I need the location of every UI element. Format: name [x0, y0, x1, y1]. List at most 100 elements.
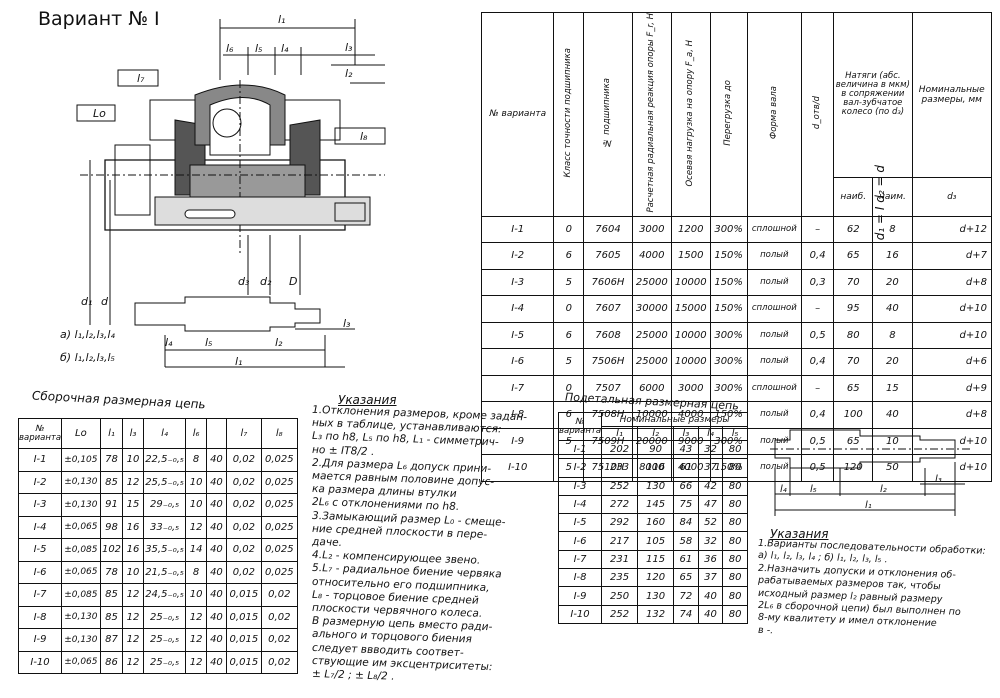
- asm-cell: 0,02: [226, 538, 262, 562]
- det-cell: 40: [697, 586, 724, 606]
- dim-d1: d₁: [81, 295, 92, 308]
- cell-shape: полый: [746, 242, 803, 270]
- cell-cls: 6: [553, 321, 585, 350]
- sketch-l1: l₁: [865, 500, 872, 511]
- col-overload: Перегрузка до: [709, 12, 748, 217]
- det-cell: 37: [697, 458, 724, 478]
- asm-cell: 25₋₀,₅: [142, 605, 187, 629]
- asm-cell: 0,015: [226, 605, 262, 629]
- cell-fa: 10000: [670, 321, 711, 350]
- dim-D: D: [289, 275, 297, 288]
- shaft-l1: l₁: [235, 355, 242, 368]
- cell-brg: 7607: [583, 295, 633, 323]
- asm-cell: 91: [99, 493, 124, 517]
- asm-cell: 0,025: [260, 470, 299, 494]
- det-cell: 233: [601, 458, 639, 478]
- asm-cell: 102: [99, 538, 124, 562]
- det-cell: 145: [637, 494, 675, 515]
- shaft-l5: l₅: [205, 336, 212, 349]
- cell-d3: d+10: [911, 321, 993, 350]
- dim-l6: l₆: [226, 42, 234, 55]
- cell-ov: 300%: [709, 215, 748, 244]
- asm-cell: 25,5₋₀,₅: [142, 470, 187, 494]
- cell-min: 15: [872, 374, 913, 403]
- asm-cell: 12: [122, 605, 144, 629]
- cell-d3: d+10: [911, 295, 993, 323]
- det-col-group: Номинальные размеры: [601, 412, 748, 427]
- asm-cell: 87: [99, 628, 124, 652]
- asm-cell: 10: [122, 560, 144, 584]
- cell-ratio: 0,4: [801, 348, 835, 376]
- notes1-body: 1.Отклонения размеров, кроме задан-ных в…: [312, 404, 547, 689]
- det-cell: 252: [601, 604, 639, 625]
- cell-ratio: 0,4: [801, 401, 835, 429]
- asm-cell: 16: [122, 538, 144, 562]
- cell-ov: 150%: [709, 242, 748, 270]
- asm-cell: 21,5₋₀,₅: [142, 560, 187, 584]
- cell-cls: 5: [553, 268, 585, 297]
- det-cell: I-3: [557, 476, 603, 496]
- cell-shape: полый: [746, 321, 803, 350]
- cell-min: 40: [872, 295, 913, 323]
- cell-max: 70: [833, 268, 874, 297]
- asm-col-lo: Lo: [61, 418, 101, 449]
- asm-cell: ±0,130: [61, 493, 101, 517]
- det-cell: 105: [637, 531, 675, 551]
- det-cell: 272: [601, 494, 639, 515]
- dim-l4: l₄: [281, 42, 289, 55]
- asm-cell: 10: [185, 583, 207, 607]
- notes2-body: 1.Варианты последовательности обработки:…: [758, 538, 994, 645]
- notes2-title: Указания: [770, 527, 829, 541]
- asm-cell: 40: [205, 628, 228, 652]
- col-d3: d₃: [911, 176, 993, 217]
- asm-cell: 0,025: [260, 448, 299, 472]
- asm-cell: ±0,085: [61, 538, 101, 562]
- dim-l8: l₈: [360, 130, 368, 143]
- col-ratio: d_отв/d: [801, 12, 835, 217]
- asm-cell: 0,02: [226, 560, 262, 584]
- asm-cell: 85: [99, 583, 124, 607]
- assembly-drawing: l₁ l₆ l₅ l₄ l₃ l₂ l₇ Lo l₈ d₁ d d₃ d₂ D …: [60, 13, 386, 368]
- det-cell: 90: [637, 439, 675, 460]
- det-cell: 74: [673, 604, 699, 625]
- col-nominal: Номинальные размеры, мм: [911, 12, 993, 178]
- dim-l7: l₇: [137, 72, 145, 85]
- asm-cell: I-10: [17, 650, 63, 674]
- det-cell: 65: [673, 568, 699, 588]
- asm-cell: 0,02: [226, 448, 262, 472]
- cell-max: 100: [833, 401, 874, 429]
- cell-fr: 4000: [631, 242, 672, 270]
- det-cell: 80: [722, 586, 748, 606]
- dim-d2: d₂: [260, 275, 272, 288]
- cell-ov: 300%: [709, 348, 748, 376]
- det-cell: 61: [673, 458, 699, 478]
- cell-fr: 25000: [631, 268, 672, 297]
- asm-cell: 40: [205, 515, 228, 539]
- cell-brg: 7507: [583, 374, 633, 403]
- cell-shape: сплошной: [746, 215, 803, 244]
- asm-cell: 0,02: [226, 515, 262, 539]
- cell-v: I-7: [480, 374, 555, 403]
- cell-fa: 15000: [670, 295, 711, 323]
- cell-fa: 10000: [670, 348, 711, 376]
- det-cell: 84: [673, 513, 699, 533]
- asm-cell: 15: [122, 493, 144, 517]
- det-cell: 231: [601, 549, 639, 570]
- det-cell: 40: [697, 604, 724, 625]
- det-cell: I-6: [557, 531, 603, 551]
- det-cell: I-5: [557, 513, 603, 533]
- asm-cell: 0,015: [226, 650, 262, 674]
- dim-l1: l₁: [278, 13, 285, 26]
- det-cell: 235: [601, 568, 639, 588]
- dim-l2: l₂: [345, 67, 353, 80]
- asm-cell: 0,02: [260, 650, 299, 674]
- asm-cell: ±0,130: [61, 470, 101, 494]
